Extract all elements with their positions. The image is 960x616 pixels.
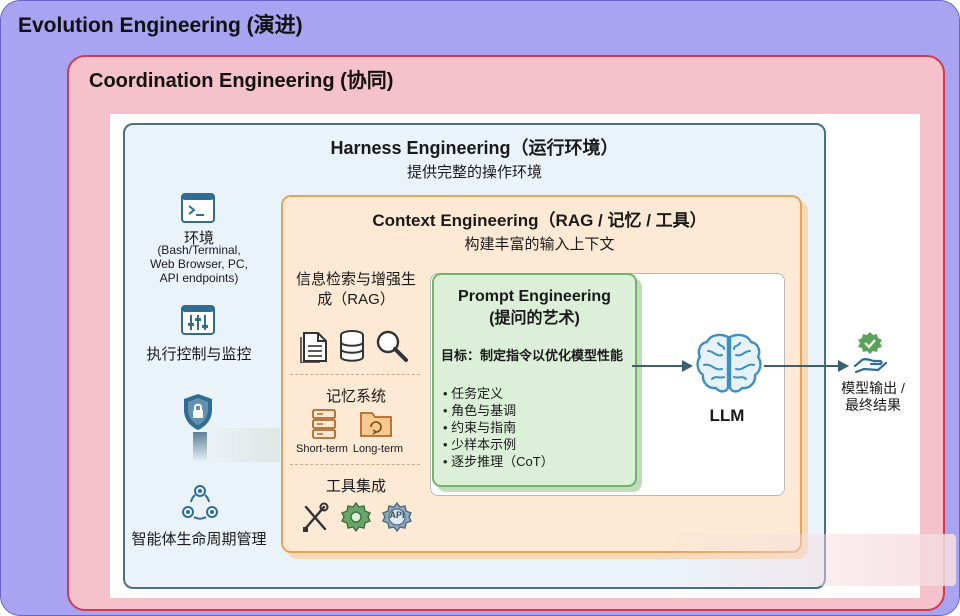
- prompt-goal: 目标：制定指令以优化模型性能: [441, 348, 624, 363]
- prompt-items: • 任务定义 • 角色与基调 • 约束与指南 • 少样本示例 • 逐步推理（Co…: [443, 385, 554, 470]
- list-item-text: 任务定义: [451, 386, 504, 401]
- blurred-watermark-region: [664, 534, 956, 586]
- list-item-text: 逐步推理（CoT）: [451, 454, 554, 469]
- wrench-screwdriver-icon: [303, 502, 329, 532]
- short-term-label: Short-term: [296, 443, 348, 455]
- long-term-memory-icon: [360, 412, 392, 437]
- list-item: • 任务定义: [443, 386, 504, 401]
- hand-check-icon: [853, 332, 888, 374]
- rag-title-line: 成（RAG）: [317, 291, 395, 308]
- env-detail-line: API endpoints): [159, 271, 239, 285]
- output-label-line: 最终结果: [845, 397, 901, 413]
- api-label: API: [389, 510, 405, 520]
- document-icon: [300, 332, 327, 363]
- lifecycle-gears-icon: [182, 485, 218, 520]
- rag-title: 信息检索与增强生 成（RAG）: [286, 270, 426, 310]
- evolution-title: Evolution Engineering (演进): [18, 14, 303, 37]
- list-item: • 角色与基调: [443, 403, 517, 418]
- prompt-title-line: Prompt Engineering: [458, 288, 611, 305]
- list-item-text: 角色与基调: [451, 403, 517, 418]
- list-item: • 约束与指南: [443, 420, 517, 435]
- control-sliders-icon: [181, 305, 215, 335]
- context-subtitle: 构建丰富的输入上下文: [464, 236, 615, 253]
- brain-icon: [696, 333, 762, 393]
- blurred-region: [200, 428, 280, 462]
- list-item: • 少样本示例: [443, 437, 517, 452]
- coordination-title: Coordination Engineering (协同): [89, 70, 394, 92]
- list-item-text: 少样本示例: [451, 437, 517, 452]
- prompt-title: Prompt Engineering (提问的艺术): [432, 286, 637, 330]
- llm-label: LLM: [709, 406, 745, 425]
- prompt-layer: [432, 273, 637, 487]
- database-icon: [340, 330, 364, 362]
- magnifier-icon: [376, 330, 408, 362]
- api-gear-icon: [382, 501, 412, 533]
- env-detail-line: Web Browser, PC,: [150, 257, 248, 271]
- prompt-to-llm-arrow: [632, 360, 693, 372]
- env-detail-line: (Bash/Terminal,: [157, 243, 241, 257]
- rag-title-line: 信息检索与增强生: [295, 271, 416, 288]
- terminal-icon: [181, 193, 215, 223]
- list-item: • 逐步推理（CoT）: [443, 454, 554, 469]
- list-item-text: 约束与指南: [451, 420, 517, 435]
- harness-subtitle: 提供完整的操作环境: [406, 164, 542, 181]
- prompt-title-line: (提问的艺术): [489, 310, 580, 327]
- env-detail: (Bash/Terminal, Web Browser, PC, API end…: [132, 243, 266, 285]
- llm-to-output-arrow: [764, 360, 849, 372]
- control-label: 执行控制与监控: [146, 346, 252, 363]
- short-term-memory-icon: [312, 409, 336, 439]
- context-title: Context Engineering（RAG / 记忆 / 工具）: [372, 211, 707, 230]
- section-divider: [290, 374, 420, 375]
- lifecycle-label: 智能体生命周期管理: [131, 531, 267, 548]
- output-label-line: 模型输出 /: [841, 380, 905, 396]
- security-shield-icon: [184, 394, 212, 430]
- long-term-label: Long-term: [352, 443, 404, 455]
- harness-title: Harness Engineering（运行环境）: [330, 138, 619, 158]
- gear-icon: [341, 501, 371, 533]
- tools-title: 工具集成: [325, 478, 386, 495]
- memory-title: 记忆系统: [325, 388, 386, 405]
- env-label: 环境: [183, 230, 214, 247]
- output-label: 模型输出 / 最终结果: [828, 380, 918, 414]
- section-divider: [290, 464, 420, 465]
